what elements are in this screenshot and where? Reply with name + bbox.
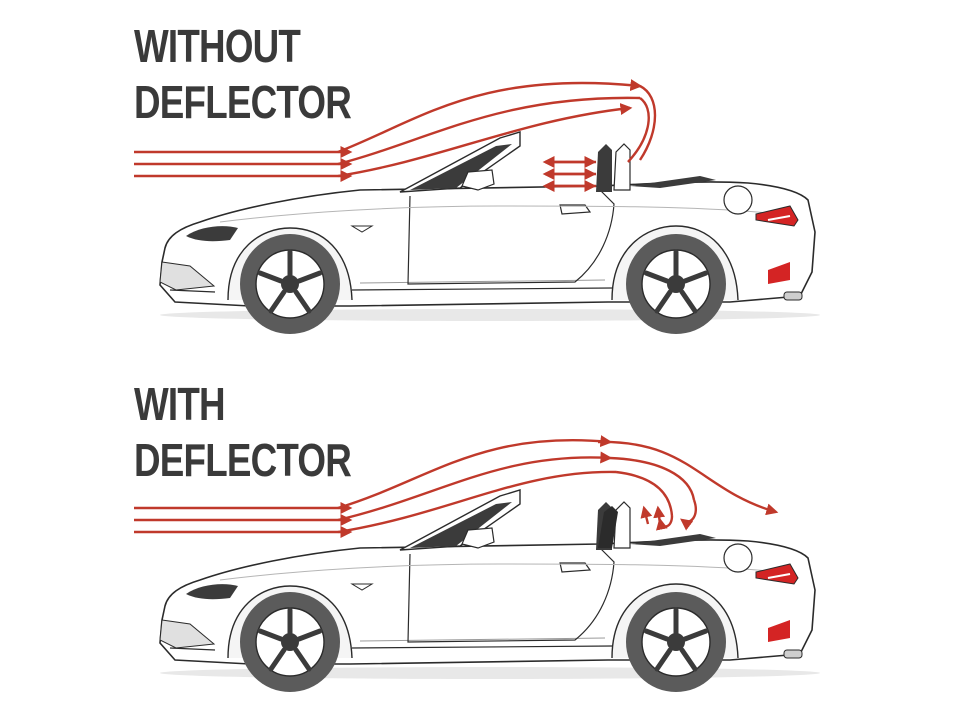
airflow-curl-up-1 (640, 505, 653, 525)
airflow-without-deflector (134, 79, 657, 192)
wind-deflector (598, 506, 618, 548)
airflow-swirl-1 (680, 499, 697, 531)
airflow-curve-1 (337, 435, 613, 510)
airflow-with-deflector (134, 435, 779, 538)
heading-without-deflector: WITHOUT DEFLECTOR (134, 18, 352, 130)
airflow-curve-1 (337, 79, 643, 154)
airflow-swirl-2 (656, 515, 674, 531)
airflow-curl-up-2 (653, 505, 666, 525)
airflow-curve-3 (337, 103, 633, 178)
heading-line-2: DEFLECTOR (134, 76, 352, 128)
heading-with-deflector: WITH DEFLECTOR (134, 376, 352, 488)
airflow-curve-2 (337, 451, 613, 522)
airflow-curve-2 (337, 96, 641, 166)
car-without-deflector (160, 132, 820, 334)
airflow-down-1 (609, 456, 696, 501)
heading-line-1: WITH (134, 378, 226, 430)
airflow-wrap-2 (627, 97, 650, 163)
car-with-deflector (160, 490, 820, 692)
airflow-down-2 (615, 470, 674, 517)
airflow-over-top (597, 440, 779, 516)
heading-line-2: DEFLECTOR (134, 434, 352, 486)
heading-line-1: WITHOUT (134, 20, 301, 72)
airflow-wrap-1 (639, 84, 657, 161)
airflow-curve-3 (337, 470, 617, 534)
